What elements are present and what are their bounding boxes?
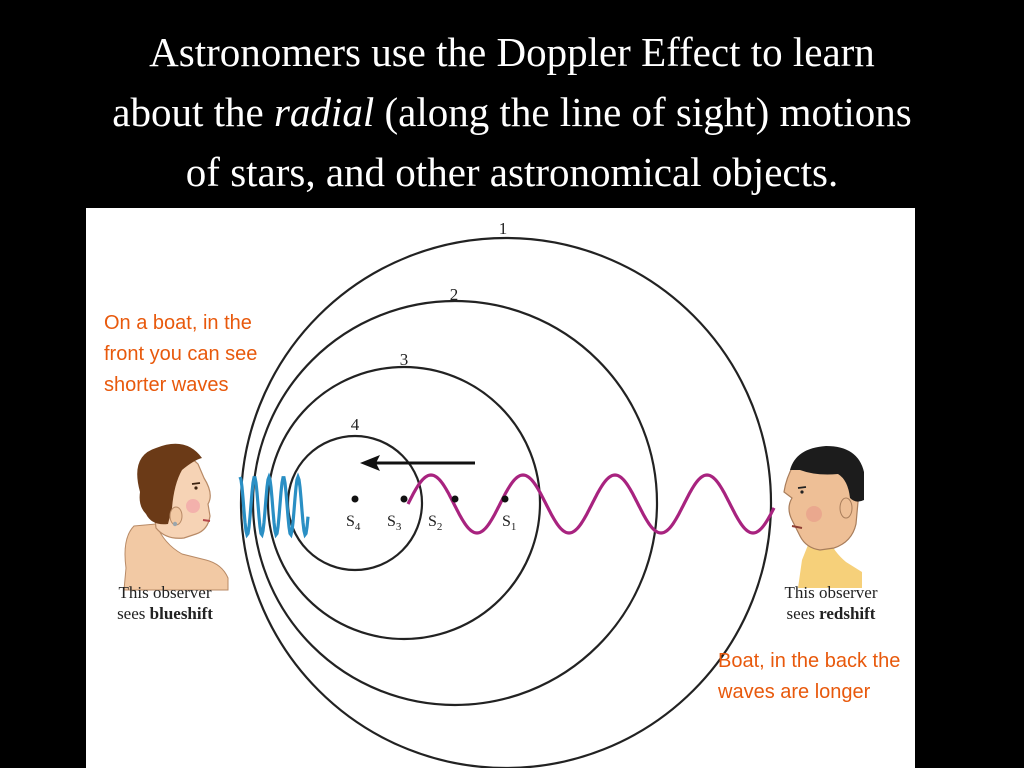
- annotation-front-shorter-waves: On a boat, in the front you can see shor…: [104, 312, 258, 396]
- motion-arrow-head: [360, 455, 380, 471]
- observer-woman-illustration: [123, 443, 229, 591]
- wavefront-label-1: 1: [499, 219, 508, 238]
- blueshift-word: blueshift: [149, 604, 213, 623]
- title-line-3: of stars, and other astronomical objects…: [185, 149, 839, 195]
- source-label-4: S4: [346, 513, 361, 533]
- source-label-1: S1: [502, 513, 516, 533]
- caption-left-line-1: This observer: [118, 583, 212, 602]
- title-line-2-start: about the: [112, 89, 274, 135]
- redshift-wave: [406, 473, 776, 535]
- annotation-back-longer-waves: Boat, in the back the waves are longer: [718, 650, 901, 703]
- title-line-1: Astronomers use the Doppler Effect to le…: [149, 29, 875, 75]
- caption-left-line-2: sees blueshift: [117, 604, 213, 623]
- title-emphasis-radial: radial: [273, 89, 375, 135]
- wavefront-4: [286, 434, 424, 572]
- caption-right-line-2: sees redshift: [786, 604, 876, 623]
- source-dot-2: [451, 495, 459, 503]
- source-dot-3: [400, 495, 408, 503]
- source-label-3: S3: [387, 513, 402, 533]
- wavefront-2: [251, 299, 659, 707]
- wavefront-3: [266, 365, 542, 641]
- source-dot-4: [351, 495, 359, 503]
- title-line-2-end: (along the line of sight) motions: [374, 89, 912, 135]
- caption-right-line-1: This observer: [784, 583, 878, 602]
- caption-redshift-observer: This observer sees redshift: [766, 582, 896, 624]
- source-dot-1: [501, 495, 509, 503]
- source-label-2: S2: [428, 513, 442, 533]
- wavefront-label-3: 3: [400, 350, 409, 369]
- slide-title: Astronomers use the Doppler Effect to le…: [0, 22, 1024, 202]
- doppler-figure: 1 2 3 4 S4 S3 S2 S1: [86, 208, 915, 768]
- doppler-diagram: 1 2 3 4 S4 S3 S2 S1: [123, 219, 864, 768]
- wavefront-label-4: 4: [351, 415, 360, 434]
- observer-man-illustration: [783, 446, 864, 588]
- wavefront-1: [239, 236, 773, 768]
- title-line-2: about the radial (along the line of sigh…: [0, 82, 1024, 142]
- caption-blueshift-observer: This observer sees blueshift: [100, 582, 230, 624]
- blueshift-wave: [238, 472, 310, 539]
- redshift-word: redshift: [819, 604, 876, 623]
- wavefront-label-2: 2: [450, 285, 459, 304]
